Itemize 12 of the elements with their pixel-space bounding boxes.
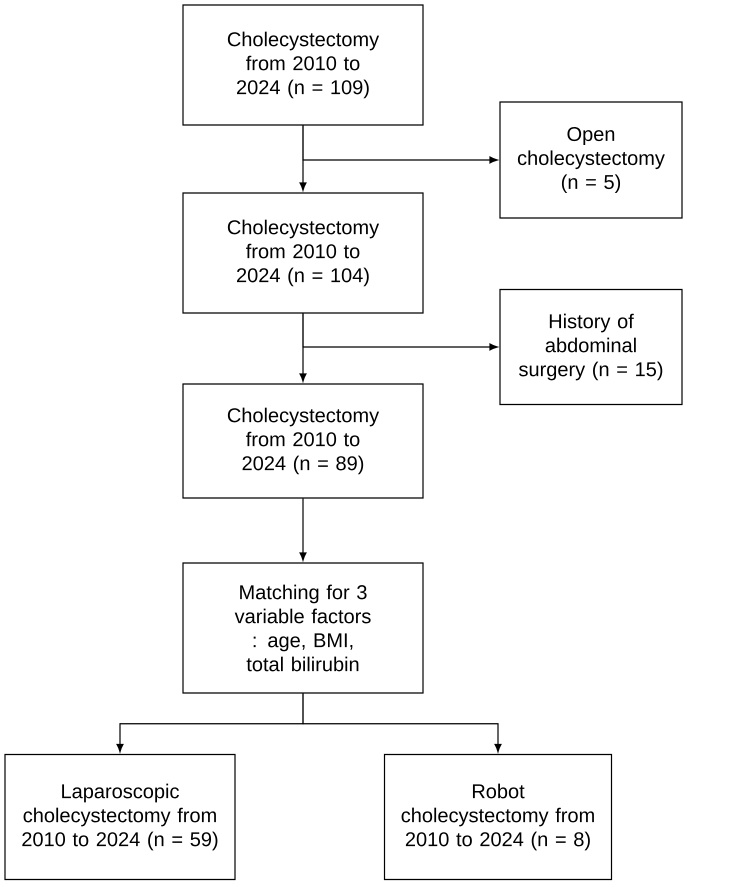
process-box: Laparoscopic cholecystectomy from 2010 to 2024 (n = 59) — [4, 754, 236, 880]
process-box: Cholecystectomy from 2010 to 2024 (n = 109) — [182, 4, 424, 126]
arrow — [299, 498, 307, 561]
process-box: Open cholecystectomy (n = 5) — [499, 101, 683, 219]
arrow — [302, 126, 498, 164]
process-box: Robot cholecystectomy from 2010 to 2024 (n = 8) — [384, 754, 612, 880]
process-box: Cholecystectomy from 2010 to 2024 (n = 89) — [182, 383, 424, 499]
process-box: Matching for 3 variable factors : age, BMI, total bilirubin — [182, 562, 424, 694]
arrow — [302, 694, 502, 752]
arrow — [302, 314, 498, 351]
process-box: Cholecystectomy from 2010 to 2024 (n = 104) — [182, 192, 424, 314]
process-box: History of abdominal surgery (n = 15) — [499, 288, 683, 406]
